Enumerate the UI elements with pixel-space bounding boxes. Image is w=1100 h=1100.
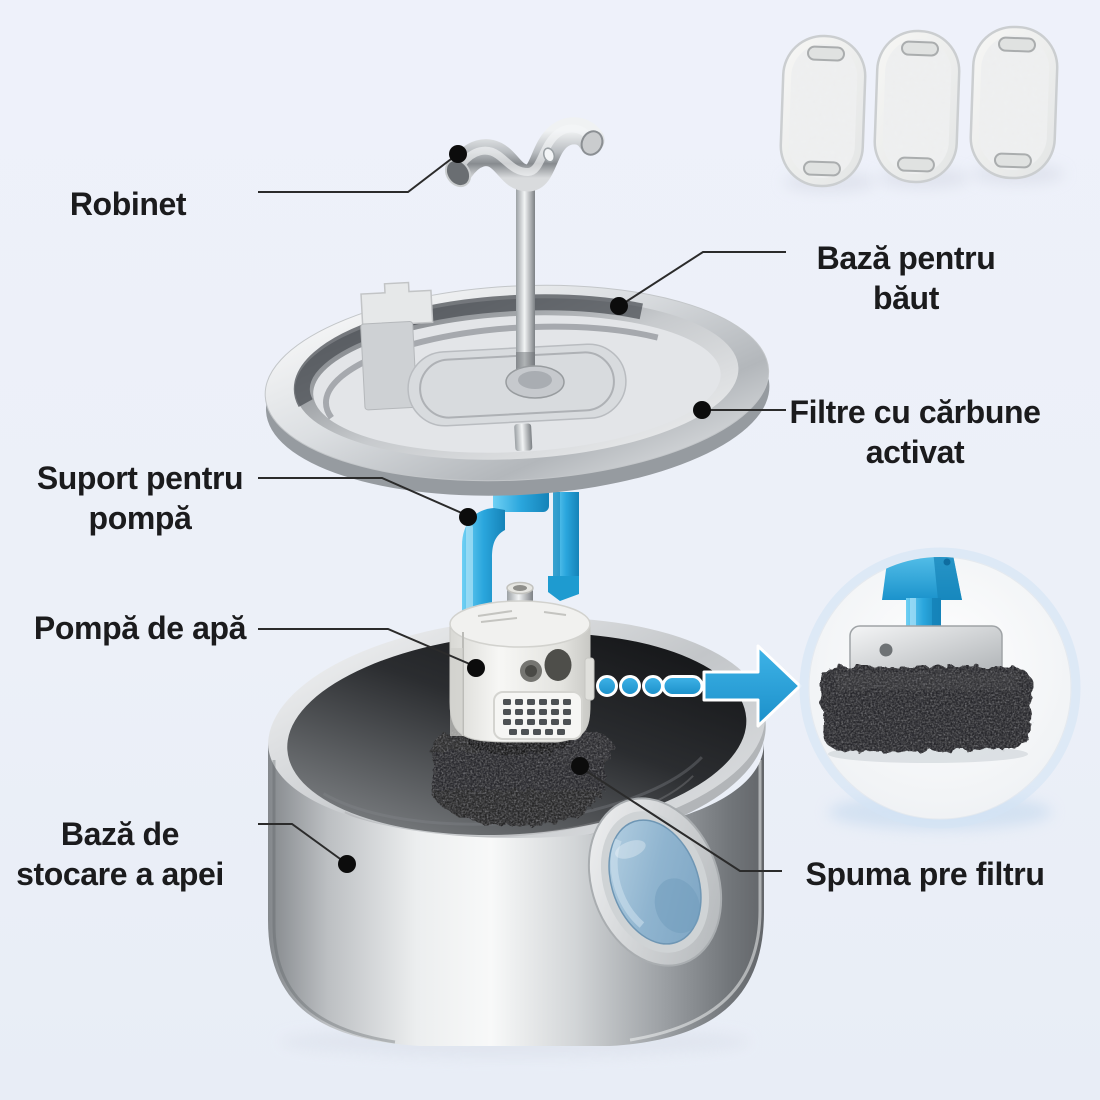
label-filtre-carbune: Filtre cu cărbune activat xyxy=(755,392,1075,472)
viewing-window xyxy=(587,797,723,967)
inset-foam-ring xyxy=(822,666,1032,752)
label-suport-pompa: Suport pentru pompă xyxy=(0,458,280,538)
label-line: Filtre cu cărbune xyxy=(789,394,1041,430)
label-line: activat xyxy=(865,434,965,470)
water-pump xyxy=(449,581,595,743)
carbon-filter-cartridge xyxy=(873,29,961,184)
callout-leaders xyxy=(258,155,786,872)
label-line: stocare a apei xyxy=(16,856,224,892)
label-baza-pentru-baut: Bază pentru băut xyxy=(756,238,1056,318)
label-line: băut xyxy=(873,280,939,316)
label-line: Suport pentru xyxy=(36,460,244,496)
label-spuma-prefiltru: Spuma pre filtru xyxy=(805,856,1045,892)
label-robinet: Robinet xyxy=(69,186,187,222)
label-pompa-apa: Pompă de apă xyxy=(33,610,247,646)
flow-arrow xyxy=(596,644,802,728)
carbon-filter-cartridges xyxy=(779,25,1064,192)
callout-dots xyxy=(338,145,711,873)
faucet-spout xyxy=(444,117,605,399)
label-line: pompă xyxy=(88,500,192,536)
tray-clip-tab xyxy=(360,281,434,411)
carbon-filter-cartridge xyxy=(969,25,1059,180)
label-line: Bază pentru xyxy=(816,240,996,276)
label-baza-stocare: Bază de stocare a apei xyxy=(0,814,260,894)
carbon-filter-cartridge xyxy=(779,34,867,188)
label-line: Bază de xyxy=(60,816,180,852)
magnifier-inset xyxy=(799,547,1081,830)
pump-outlet-grille xyxy=(493,691,583,740)
